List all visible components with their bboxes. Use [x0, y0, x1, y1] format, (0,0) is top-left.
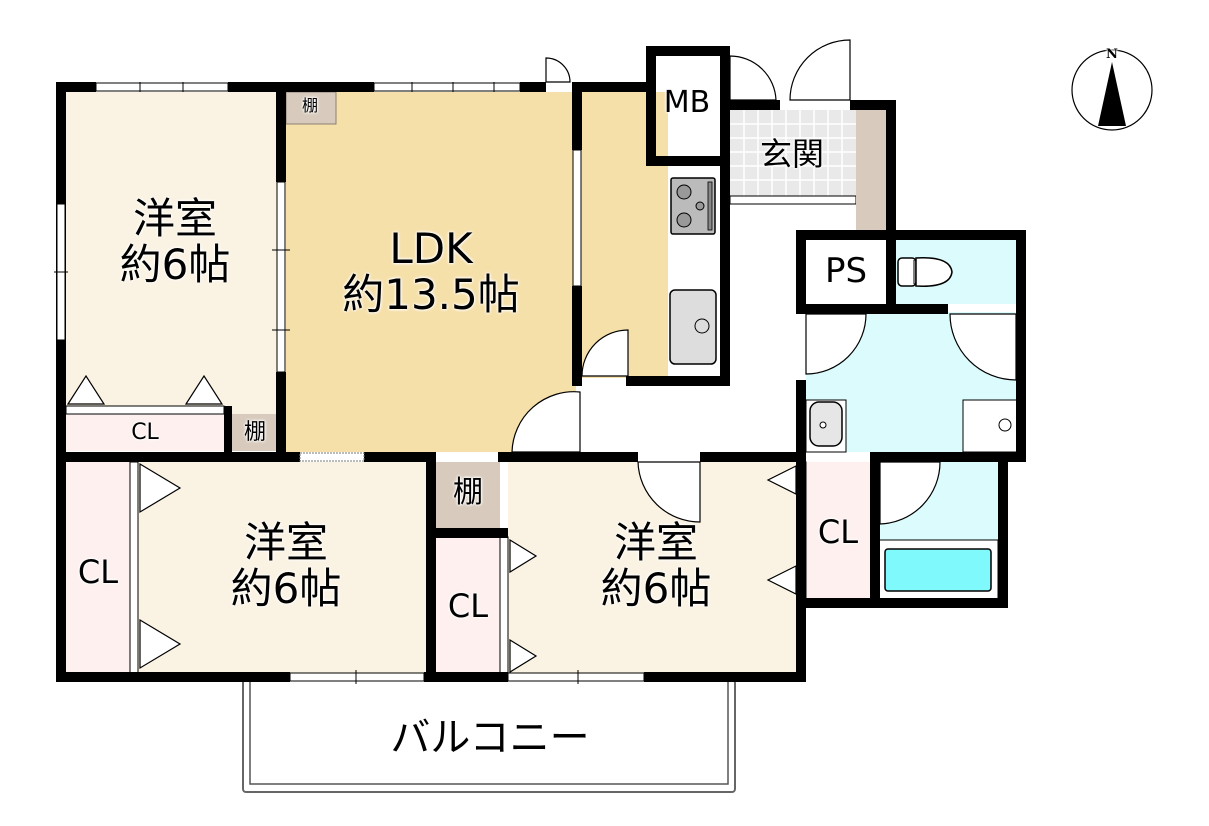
room-size: 約6帖: [600, 564, 712, 613]
genkan-tile: [729, 110, 857, 205]
closet-sw-label: CL: [77, 553, 119, 591]
compass-icon: [1071, 49, 1153, 131]
balcony-label: バルコニー: [390, 715, 590, 761]
western-room-sw-label: 洋室 約6帖: [206, 522, 366, 610]
room-size: 約6帖: [119, 240, 231, 289]
closet-mid-label: CL: [447, 587, 489, 625]
shelf-ldk-label: 棚: [301, 96, 318, 115]
ps-label: PS: [824, 251, 868, 291]
closet-sw: [66, 462, 130, 674]
closet-e: [806, 462, 870, 600]
bathtub: [884, 548, 992, 592]
kitchen-sink-icon: [669, 289, 717, 365]
wash-basin-icon: [805, 399, 847, 453]
room-name: LDK: [389, 224, 473, 273]
room-name: 洋室: [613, 518, 698, 567]
western-room-nw-label: 洋室 約6帖: [100, 198, 250, 286]
shelf-nw: [232, 414, 278, 451]
closet-e-label: CL: [817, 513, 859, 551]
compass-north-label: N: [1106, 47, 1118, 62]
western-room-nw-floor: [66, 92, 278, 447]
room-size: 約6帖: [230, 564, 342, 613]
walls: [56, 46, 1026, 682]
ldk-label: LDK 約13.5帖: [316, 228, 546, 316]
room-size: 約13.5帖: [342, 270, 520, 319]
closet-mid: [436, 537, 500, 674]
shelf-ldk: [285, 91, 337, 125]
room-name: 洋室: [132, 194, 217, 243]
shelf-mid-label: 棚: [453, 475, 483, 510]
balcony: [242, 679, 736, 793]
stove-icon: [670, 177, 716, 235]
ldk-floor: [286, 92, 576, 452]
door-swings: [511, 39, 1017, 525]
closet-door-markers: [66, 374, 797, 674]
genkan-label: 玄関: [759, 135, 824, 173]
closet-nw-label: CL: [131, 420, 159, 445]
room-name: 洋室: [243, 518, 328, 567]
toilet-icon: [897, 257, 953, 287]
shelf-mid: [436, 462, 500, 528]
shoe-cabinet: [856, 110, 886, 230]
mb-label: MB: [663, 85, 711, 120]
closet-nw: [66, 414, 224, 451]
washing-machine-pan: [962, 399, 1019, 453]
windows: [54, 82, 645, 684]
western-room-s-label: 洋室 約6帖: [576, 522, 736, 610]
shelf-nw-label: 棚: [243, 420, 266, 445]
western-room-sw-floor: [138, 462, 426, 674]
